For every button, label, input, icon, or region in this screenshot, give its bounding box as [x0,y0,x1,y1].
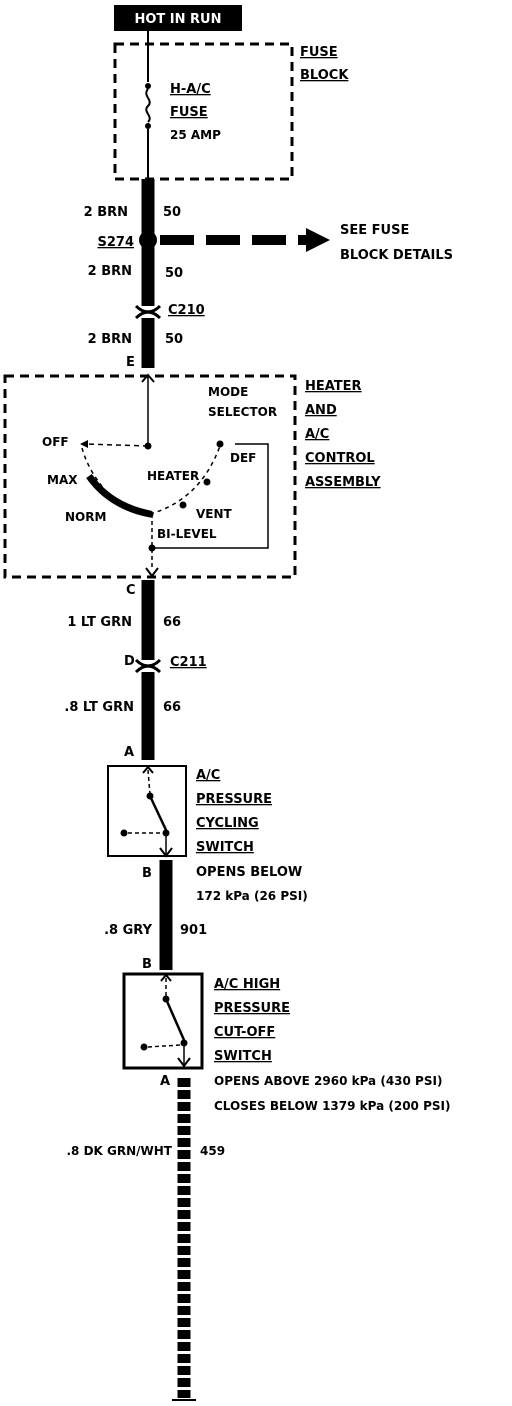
pos-def: DEF [230,451,256,465]
bilevel-contact [148,544,156,552]
hps-actuator-link [147,1044,181,1048]
splice-reference-arrowhead [306,228,330,252]
pos-off: OFF [42,435,69,449]
pcs-note-1: OPENS BELOW [196,865,302,880]
hps-open-contact [140,1043,148,1051]
wire-3-color: 2 BRN [88,332,132,347]
arc-max-norm-contact [86,473,151,518]
hvac-control-box [3,374,297,579]
pos-bilevel: BI-LEVEL [157,527,217,541]
wire-1-circuit: 50 [163,205,181,220]
fuse-name-1: H-A/C [170,82,211,97]
pcs-title-2: PRESSURE [196,792,272,807]
hps-blade [164,998,186,1041]
pin-hps-a: A [160,1074,170,1089]
def-contact [216,440,224,448]
pin-c: C [126,583,136,598]
wire-6-color: .8 GRY [104,923,152,938]
pcs-in-terminal [142,765,154,774]
wire-5-circuit: 66 [163,700,181,715]
hps-out-terminal [177,1057,191,1068]
pin-pcs-b: B [142,866,152,881]
wire-5-color: .8 LT GRN [64,700,134,715]
hot-in-run-label: HOT IN RUN [134,12,221,27]
connector-c211 [134,658,162,674]
wire-7-color: .8 DK GRN/WHT [66,1144,172,1158]
wire-2-circuit: 50 [165,266,183,281]
pcs-note-2: 172 kPa (26 PSI) [196,889,308,903]
hot-in-run-box [114,5,242,31]
wire-6-circuit: 901 [180,923,207,938]
hvac-title-3: A/C [305,427,329,442]
pressure-cycling-switch-box [107,765,187,857]
selector-arrow [80,440,88,448]
pos-max: MAX [47,473,78,487]
splice-note-2: BLOCK DETAILS [340,248,453,263]
hps-title-1: A/C HIGH [214,977,280,992]
heater-contact [203,478,211,486]
pcs-in-lead [147,769,151,796]
fuse-rating: 25 AMP [170,128,221,142]
wire-1-color: 2 BRN [84,205,128,220]
splice-label: S274 [98,235,135,250]
pcs-open-contact [120,829,128,837]
pcs-title-1: A/C [196,768,220,783]
fuse-block-box [113,42,294,181]
pcs-out-terminal [159,847,173,858]
hvac-title-5: ASSEMBLY [305,475,381,490]
hvac-title-4: CONTROL [305,451,375,466]
vent-contact [179,501,187,509]
hps-in-terminal [160,973,172,982]
pin-e-terminal [141,373,155,383]
pos-vent: VENT [196,507,233,521]
wire-7-circuit: 459 [200,1144,225,1158]
pin-pcs-a: A [124,745,134,760]
splice-s274 [139,231,157,249]
hvac-title-2: AND [305,403,337,418]
high-pressure-switch-box [122,972,204,1070]
pcs-blade [148,795,168,831]
pos-norm: NORM [65,510,106,524]
connector-c211-label: C211 [170,655,207,670]
pin-c-terminal [145,567,159,578]
fuse-block-label-2: BLOCK [300,68,349,83]
mode-selector-1: MODE [208,385,248,399]
pcs-title-3: CYCLING [196,816,259,831]
pcs-title-4: SWITCH [196,840,254,855]
hps-title-3: CUT-OFF [214,1025,275,1040]
mode-selector-2: SELECTOR [208,405,277,419]
wire-2-color: 2 BRN [88,264,132,279]
pos-heater: HEATER [147,469,199,483]
selector-arm [84,443,149,447]
wire-3-circuit: 50 [165,332,183,347]
hps-title-4: SWITCH [214,1049,272,1064]
fuse-name-2: FUSE [170,105,208,120]
pin-d: D [124,654,135,669]
arc-heater-def-segment [149,445,221,515]
wire-4-circuit: 66 [163,615,181,630]
pcs-contact [162,829,170,837]
pin-e: E [126,355,135,370]
connector-c210-label: C210 [168,303,205,318]
wire-4-color: 1 LT GRN [67,615,132,630]
def-return-path [152,443,269,549]
pin-hps-b: B [142,957,152,972]
connector-c210 [134,304,162,320]
fuse-block-label-1: FUSE [300,45,338,60]
hps-note-2: CLOSES BELOW 1379 kPa (200 PSI) [214,1099,450,1113]
hps-note-1: OPENS ABOVE 2960 kPa (430 PSI) [214,1074,442,1088]
hvac-title-1: HEATER [305,379,362,394]
splice-note-1: SEE FUSE [340,223,409,238]
fuse-symbol [145,83,151,178]
hps-contact [180,1039,188,1047]
hps-title-2: PRESSURE [214,1001,290,1016]
